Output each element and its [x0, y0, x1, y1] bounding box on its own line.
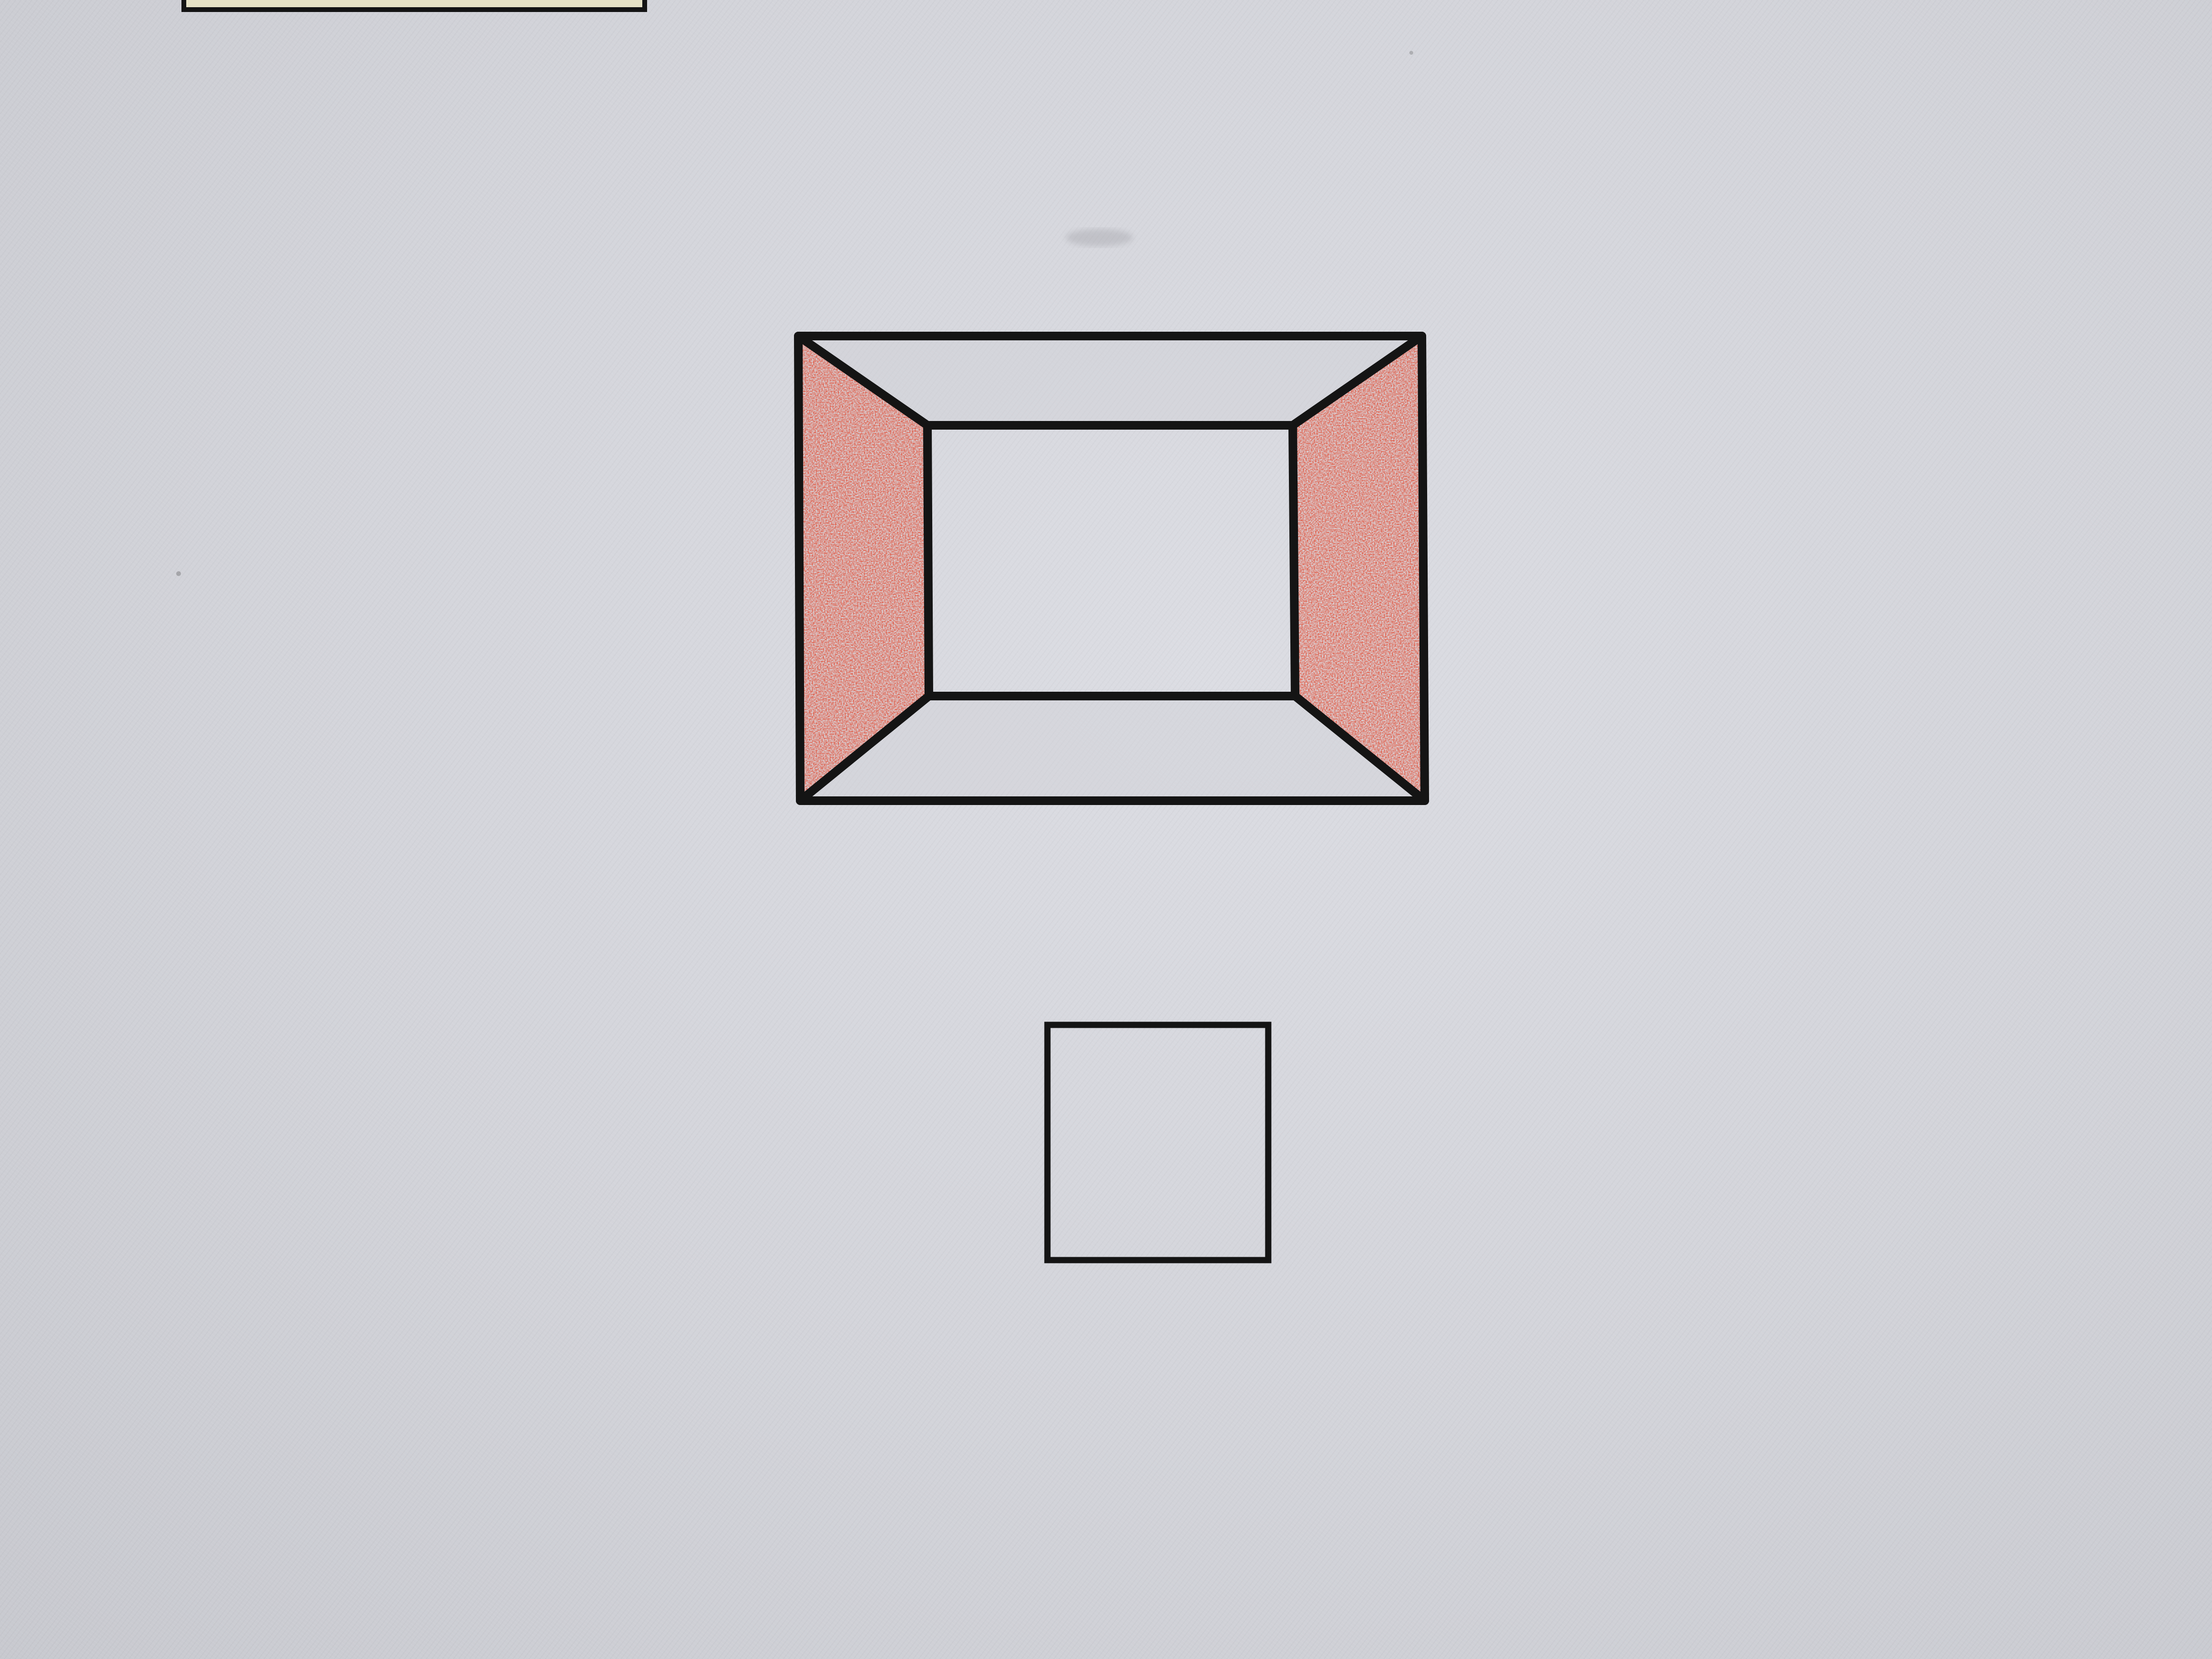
crayon-shading — [798, 336, 1425, 801]
dot-mark — [176, 571, 181, 576]
edge-bottom-right — [1291, 692, 1429, 805]
frustum-figure — [794, 332, 1429, 805]
top-face — [798, 336, 1422, 425]
right-face-shading — [1293, 336, 1425, 801]
edge-bottom-left — [796, 692, 933, 805]
left-face-shading — [798, 336, 929, 801]
partial-figure-top — [181, 0, 647, 12]
partial-shape-top — [181, 0, 647, 12]
edge-top-left — [794, 332, 932, 430]
smudge-mark — [1066, 229, 1133, 246]
answer-square — [1044, 1022, 1272, 1263]
dot-mark — [1409, 51, 1413, 55]
edge-top-right — [1288, 332, 1426, 430]
bottom-face — [800, 696, 1425, 801]
inner-rectangle — [923, 421, 1299, 700]
paper-smudges — [176, 51, 1413, 576]
frustum-outline — [794, 332, 1429, 805]
